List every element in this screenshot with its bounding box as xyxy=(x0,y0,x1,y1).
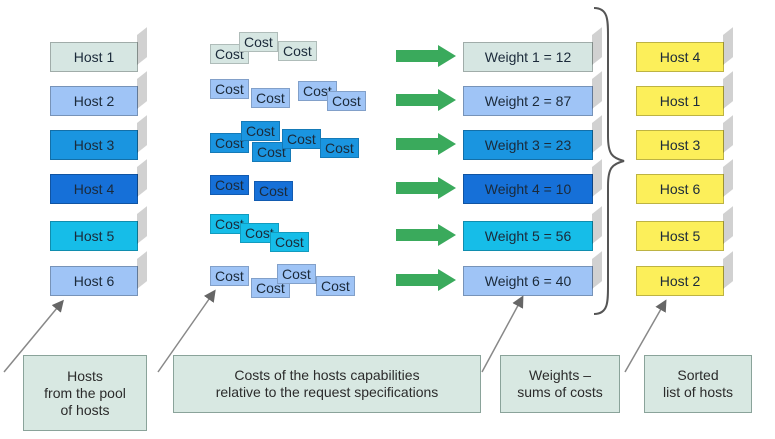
host-box-4: Host 4 xyxy=(50,174,138,204)
sorted-host-box-6: Host 2 xyxy=(636,266,724,296)
cost-chip: Cost xyxy=(239,32,278,52)
host-box-3: Host 3 xyxy=(50,130,138,160)
weight-box-4: Weight 4 = 10 xyxy=(463,174,593,204)
sorted-host-box-3: Host 3 xyxy=(636,130,724,160)
weight-box-6: Weight 6 = 40 xyxy=(463,266,593,296)
weight-box-5: Weight 5 = 56 xyxy=(463,221,593,251)
cost-chip: Cost xyxy=(277,264,316,284)
right-arrow-icon xyxy=(396,89,456,111)
host-box-6: Host 6 xyxy=(50,266,138,296)
cost-chip: Cost xyxy=(241,121,280,141)
cost-chip: Cost xyxy=(320,138,359,158)
sorted-host-box-4: Host 6 xyxy=(636,174,724,204)
sorted-host-box-5: Host 5 xyxy=(636,221,724,251)
curly-brace xyxy=(593,7,625,315)
cost-chip: Cost xyxy=(282,129,321,149)
host-box-1: Host 1 xyxy=(50,42,138,72)
cost-chip: Cost xyxy=(210,79,249,99)
caption-costs: Costs of the hosts capabilities relative… xyxy=(173,355,481,413)
right-arrow-icon xyxy=(396,269,456,291)
cost-chip: Cost xyxy=(252,142,291,162)
cost-chip: Cost xyxy=(251,278,290,298)
cost-chip: Cost xyxy=(254,181,293,201)
weight-box-2: Weight 2 = 87 xyxy=(463,86,593,116)
weight-box-3: Weight 3 = 23 xyxy=(463,130,593,160)
cost-chip: Cost xyxy=(270,232,309,252)
weight-box-1: Weight 1 = 12 xyxy=(463,42,593,72)
right-arrow-icon xyxy=(396,224,456,246)
right-arrow-icon xyxy=(396,133,456,155)
cost-chip: Cost xyxy=(327,91,366,111)
cost-chip: Cost xyxy=(278,41,317,61)
right-arrow-icon xyxy=(396,45,456,67)
host-box-5: Host 5 xyxy=(50,221,138,251)
host-box-2: Host 2 xyxy=(50,86,138,116)
cost-chip: Cost xyxy=(316,276,355,296)
cost-chip: Cost xyxy=(210,214,249,234)
cost-chip: Cost xyxy=(210,133,249,153)
sorted-host-box-2: Host 1 xyxy=(636,86,724,116)
sorted-host-box-1: Host 4 xyxy=(636,42,724,72)
right-arrow-icon xyxy=(396,177,456,199)
cost-chip: Cost xyxy=(210,175,249,195)
caption-sorted: Sorted list of hosts xyxy=(644,355,752,413)
caption-hosts: Hosts from the pool of hosts xyxy=(23,355,147,431)
cost-chip: Cost xyxy=(251,88,290,108)
caption-weights: Weights – sums of costs xyxy=(500,355,620,413)
cost-chip: Cost xyxy=(210,266,249,286)
